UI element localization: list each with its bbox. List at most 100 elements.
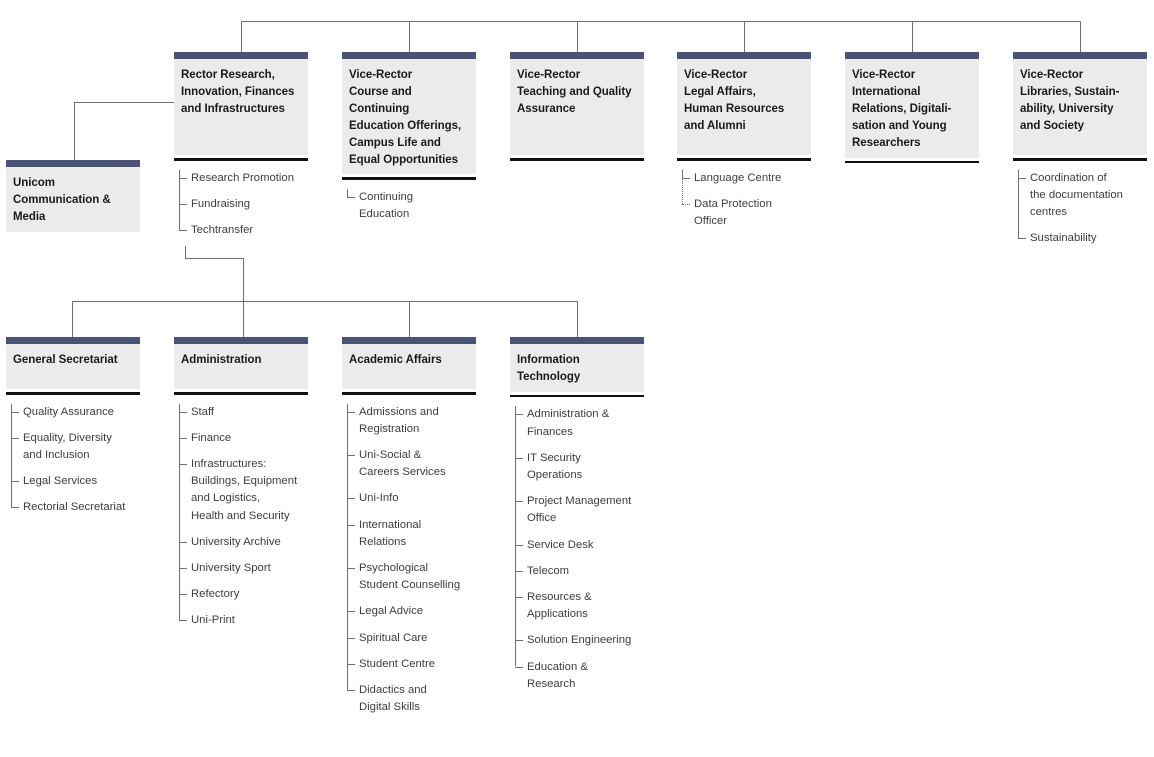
sub-item-tick-icon (179, 229, 187, 231)
sub-item-label: Uni-Social &Careers Services (359, 448, 446, 479)
sub-list-item[interactable]: Staff (174, 404, 308, 421)
node-accent-bar (174, 337, 308, 344)
sub-item-tick-icon (515, 457, 523, 459)
sub-list-item[interactable]: Finance (174, 430, 308, 447)
node-rule (845, 160, 979, 164)
sub-list-item[interactable]: University Archive (174, 534, 308, 551)
sub-list-item[interactable]: Fundraising (174, 196, 308, 213)
node-rule (510, 158, 644, 161)
sub-item-tick-icon (1018, 177, 1026, 179)
sub-list-item[interactable]: Language Centre (677, 170, 811, 187)
sub-list-item[interactable]: Solution Engineering (510, 632, 644, 649)
sub-item-label: Student Centre (359, 657, 435, 670)
connector-rector-to-admin-bus (185, 246, 244, 302)
sub-list-item[interactable]: Service Desk (510, 537, 644, 554)
sub-item-tick-icon (179, 437, 187, 439)
sub-item-tick-icon (11, 481, 19, 483)
sub-item-tick-icon (179, 567, 187, 569)
sub-item-tick-icon (515, 640, 523, 642)
node-accent-bar (677, 52, 811, 59)
node-rule (174, 158, 308, 161)
sub-item-tick-icon (347, 567, 355, 569)
sub-item-tick-icon (347, 498, 355, 500)
node-title: Academic Affairs (349, 354, 442, 366)
sub-list-item[interactable]: Uni-Print (174, 612, 308, 629)
sub-list-item[interactable]: Rectorial Secretariat (6, 499, 140, 516)
sub-item-tick-icon (179, 594, 187, 596)
sub-item-label: Solution Engineering (527, 634, 632, 647)
sub-list-item[interactable]: Uni-Info (342, 490, 476, 507)
sub-item-label: Sustainability (1030, 232, 1097, 245)
sub-list-item[interactable]: University Sport (174, 560, 308, 577)
sub-item-tick-icon (347, 196, 355, 198)
sub-list-item[interactable]: Refectory (174, 586, 308, 603)
sub-item-label: Research Promotion (191, 171, 294, 184)
node-rule (342, 392, 476, 395)
sub-list-item[interactable]: Student Centre (342, 656, 476, 673)
sub-item-tick-icon (11, 411, 19, 413)
sub-list-item[interactable]: Legal Advice (342, 603, 476, 620)
sub-list-item[interactable]: Telecom (510, 563, 644, 580)
sub-list-spine (515, 406, 516, 667)
sub-item-tick-icon (347, 637, 355, 639)
sub-item-tick-icon (179, 203, 187, 205)
sub-item-label: Uni-Print (191, 614, 235, 627)
sub-list-spine (347, 188, 348, 197)
node-accent-bar (510, 52, 644, 59)
node-body: Academic Affairs (342, 344, 476, 389)
sub-item-tick-icon (11, 507, 19, 509)
sub-item-tick-icon (515, 570, 523, 572)
sub-item-tick-icon (347, 524, 355, 526)
sub-list-item[interactable]: Spiritual Care (342, 630, 476, 647)
sub-item-label: Finance (191, 431, 232, 444)
sub-list-item[interactable]: Techtransfer (174, 222, 308, 239)
sub-list-item[interactable]: Uni-Social &Careers Services (342, 447, 476, 481)
sub-list-item[interactable]: Research Promotion (174, 170, 308, 187)
sub-list-item[interactable]: Administration &Finances (510, 406, 644, 440)
sub-item-tick-icon (347, 411, 355, 413)
sub-item-label: Telecom (527, 564, 570, 577)
sub-list-item[interactable]: Legal Services (6, 473, 140, 490)
sub-list-spine (11, 403, 12, 508)
sub-list-item[interactable]: Sustainability (1013, 230, 1147, 247)
sub-list-item[interactable]: Resources &Applications (510, 589, 644, 623)
sub-list-item[interactable]: Quality Assurance (6, 404, 140, 421)
sub-item-label: Quality Assurance (23, 405, 115, 418)
sub-list-item[interactable]: Education &Research (510, 659, 644, 693)
